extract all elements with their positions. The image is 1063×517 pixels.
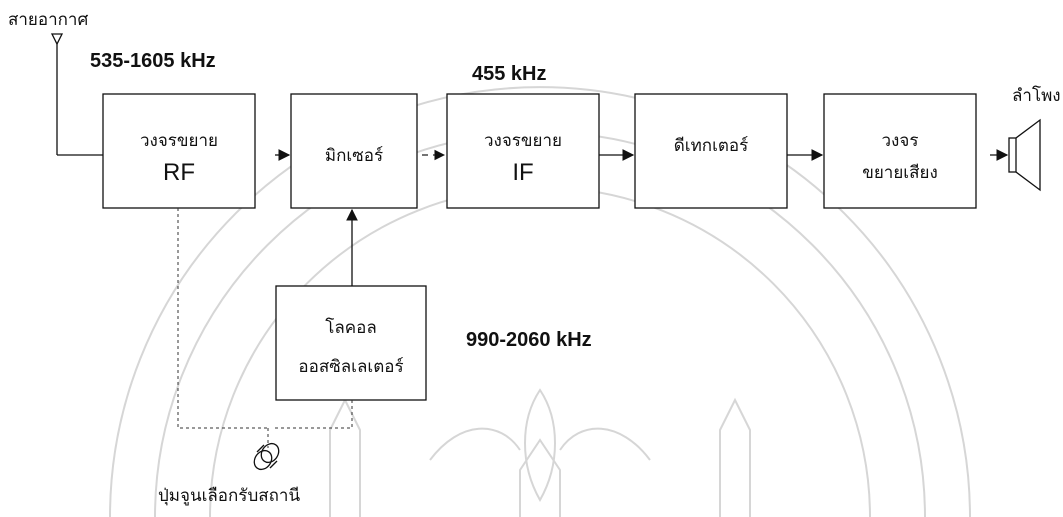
- detector-block: [634, 93, 788, 209]
- antenna: [50, 33, 103, 156]
- rf-frequency-label: 535-1605 kHz: [90, 50, 216, 72]
- oscillator-frequency-label: 990-2060 kHz: [466, 329, 592, 351]
- audio-block-label-2: ขยายเสียง: [862, 163, 938, 183]
- rf-tuning-link: [177, 208, 268, 429]
- speaker-label: ลำโพง: [1012, 85, 1061, 106]
- if-block-label-2: IF: [512, 159, 533, 186]
- oscillator-tuning-link: [272, 400, 353, 429]
- if-amplifier-block: [446, 93, 600, 209]
- tuning-knob-label: ปุ่มจูนเลือกรับสถานี: [158, 486, 300, 506]
- if-block-label-1: วงจรขยาย: [484, 131, 562, 151]
- oscillator-block-label-1: โลคอล: [325, 317, 377, 338]
- mixer-block-label: มิกเซอร์: [325, 146, 383, 166]
- local-oscillator-block: [275, 285, 427, 401]
- detector-block-label: ดีเทกเตอร์: [674, 136, 749, 156]
- oscillator-block-label-2: ออสซิลเลเตอร์: [298, 357, 403, 377]
- if-frequency-label: 455 kHz: [472, 63, 547, 85]
- speaker-icon: [1008, 118, 1041, 192]
- tuning-knob-icon: [253, 428, 280, 471]
- audio-block-label-1: วงจร: [882, 131, 919, 151]
- rf-block-label-1: วงจรขยาย: [140, 131, 218, 151]
- rf-block-label-2: RF: [163, 159, 195, 186]
- antenna-label: สายอากาศ: [8, 10, 88, 30]
- audio-amplifier-block: [823, 93, 977, 209]
- mixer-block: [290, 93, 418, 209]
- rf-amplifier-block: [102, 93, 256, 209]
